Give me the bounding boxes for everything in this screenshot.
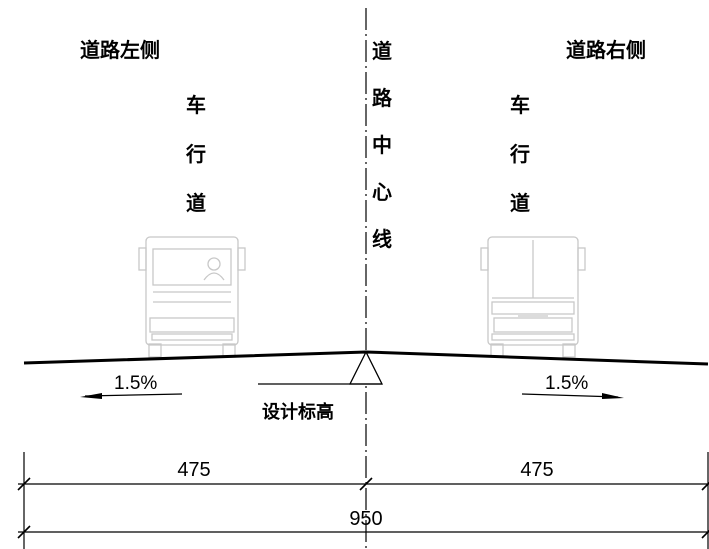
- dimension-tick: [359, 477, 373, 491]
- centerline-char: 路: [372, 86, 393, 110]
- right-side-label: 道路右侧: [566, 38, 646, 62]
- right-slope-value: 1.5%: [545, 373, 588, 394]
- centerline-label: 道 路 中 心 线: [372, 39, 393, 251]
- centerline-char: 线: [372, 227, 392, 251]
- left-side-label: 道路左侧: [80, 38, 160, 62]
- left-slope-arrow: [80, 393, 102, 399]
- total-width-dimension: 950: [349, 508, 382, 530]
- centerline-char: 道: [372, 39, 392, 63]
- left-lane-char: 行: [185, 142, 206, 166]
- left-lane-label: 车 行 道: [185, 93, 206, 215]
- left-slope-value: 1.5%: [114, 373, 157, 394]
- right-lane-char: 道: [510, 191, 530, 215]
- left-width-dimension: 475: [177, 459, 210, 481]
- right-width-dimension: 475: [520, 459, 553, 481]
- centerline-char: 中: [372, 133, 392, 157]
- dimension-tick: [701, 481, 709, 491]
- centerline-char: 心: [372, 180, 392, 204]
- left-lane-char: 车: [186, 93, 206, 117]
- left-lane-char: 道: [186, 191, 206, 215]
- bus-front-icon: [480, 236, 586, 358]
- right-lane-char: 车: [510, 93, 530, 117]
- right-lane-char: 行: [509, 142, 530, 166]
- elevation-triangle-icon: [348, 350, 384, 385]
- dimension-tick: [701, 529, 709, 539]
- dimension-tick: [17, 477, 31, 491]
- dimension-tick: [17, 525, 31, 539]
- right-lane-label: 车 行 道: [509, 93, 530, 215]
- bus-rear-icon: [138, 236, 246, 358]
- design-elevation-label: 设计标高: [262, 401, 334, 423]
- right-slope-arrow: [602, 393, 624, 399]
